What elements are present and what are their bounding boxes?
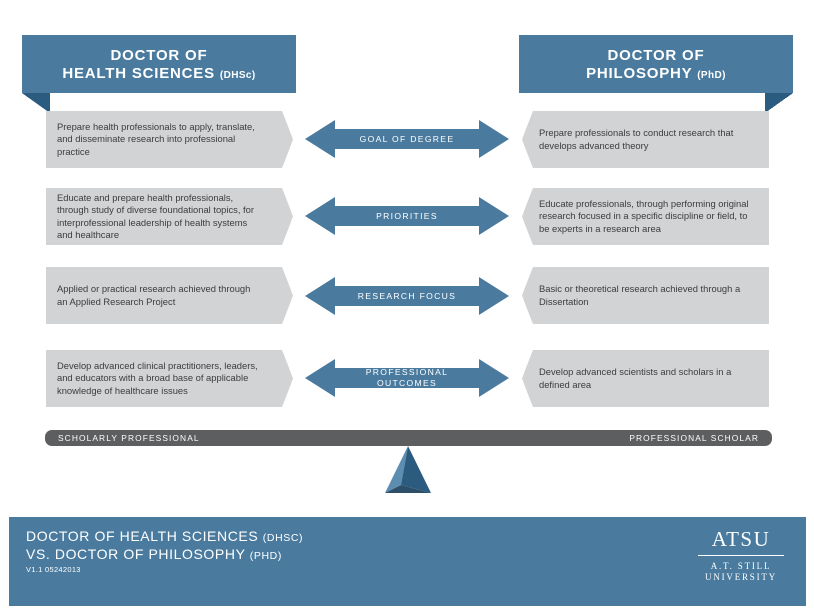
professional-outcomes-label: PROFESSIONAL OUTCOMES xyxy=(365,367,449,388)
footer-title-line1: DOCTOR OF HEALTH SCIENCES xyxy=(26,528,259,544)
dhsc-research-text: Applied or practical research achieved t… xyxy=(57,283,251,307)
double-arrow-icon xyxy=(305,359,509,397)
phd-priorities-box: Educate professionals, through performin… xyxy=(522,188,769,245)
double-arrow-icon xyxy=(305,120,509,158)
phd-header: DOCTOR OF PHILOSOPHY (PhD) xyxy=(519,35,793,93)
dhsc-goal-box: Prepare health professionals to apply, t… xyxy=(46,111,293,168)
goal-of-degree-label: GOAL OF DEGREE xyxy=(359,133,455,144)
dhsc-header-abbr: (DHSc) xyxy=(219,70,256,81)
footer-title-line1-abbr: (DHSC) xyxy=(262,532,304,544)
dhsc-header: DOCTOR OF HEALTH SCIENCES (DHSc) xyxy=(22,35,296,93)
phd-header-line1: DOCTOR OF xyxy=(607,47,705,64)
dhsc-header-line1: DOCTOR OF xyxy=(110,47,208,64)
phd-goal-box: Prepare professionals to conduct researc… xyxy=(522,111,769,168)
atsu-logo: ATSU A.T. STILL UNIVERSITY xyxy=(698,527,784,583)
version-text: V1.1 05242013 xyxy=(26,565,81,574)
priorities-label: PRIORITIES xyxy=(376,210,438,221)
phd-research-text: Basic or theoretical research achieved t… xyxy=(539,283,741,307)
spectrum-left-label: SCHOLARLY PROFESSIONAL xyxy=(58,433,200,443)
phd-goal-text: Prepare professionals to conduct researc… xyxy=(539,127,734,151)
dhsc-outcomes-text: Develop advanced clinical practitioners,… xyxy=(57,360,258,396)
spectrum-bar: SCHOLARLY PROFESSIONAL PROFESSIONAL SCHO… xyxy=(45,430,772,446)
double-arrow-icon xyxy=(305,277,509,315)
phd-outcomes-box: Develop advanced scientists and scholars… xyxy=(522,350,769,407)
dhsc-goal-text: Prepare health professionals to apply, t… xyxy=(57,121,255,157)
phd-outcomes-text: Develop advanced scientists and scholars… xyxy=(539,366,732,390)
phd-ribbon-fold xyxy=(765,93,793,113)
logo-wordmark: ATSU xyxy=(711,527,771,551)
footer-band: DOCTOR OF HEALTH SCIENCES (DHSC) VS. DOC… xyxy=(9,517,806,606)
research-focus-label: RESEARCH FOCUS xyxy=(357,290,457,301)
phd-research-box: Basic or theoretical research achieved t… xyxy=(522,267,769,324)
dhsc-header-line2: HEALTH SCIENCES xyxy=(62,65,215,82)
phd-priorities-text: Educate professionals, through performin… xyxy=(539,198,749,234)
logo-divider xyxy=(698,555,784,556)
dhsc-outcomes-box: Develop advanced clinical practitioners,… xyxy=(46,350,293,407)
logo-line2: UNIVERSITY xyxy=(705,572,777,582)
double-arrow-icon xyxy=(305,197,509,235)
dhsc-priorities-box: Educate and prepare health professionals… xyxy=(46,188,293,245)
footer-title-line2-abbr: (PHD) xyxy=(249,550,282,562)
dhsc-research-box: Applied or practical research achieved t… xyxy=(46,267,293,324)
footer-title-line2: VS. DOCTOR OF PHILOSOPHY xyxy=(26,546,246,562)
fulcrum-triangle-icon xyxy=(385,446,431,493)
dhsc-priorities-text: Educate and prepare health professionals… xyxy=(57,192,254,240)
phd-header-abbr: (PhD) xyxy=(697,70,726,81)
logo-line1: A.T. STILL xyxy=(710,561,772,571)
phd-header-line2: PHILOSOPHY xyxy=(586,65,693,82)
spectrum-right-label: PROFESSIONAL SCHOLAR xyxy=(629,433,759,443)
